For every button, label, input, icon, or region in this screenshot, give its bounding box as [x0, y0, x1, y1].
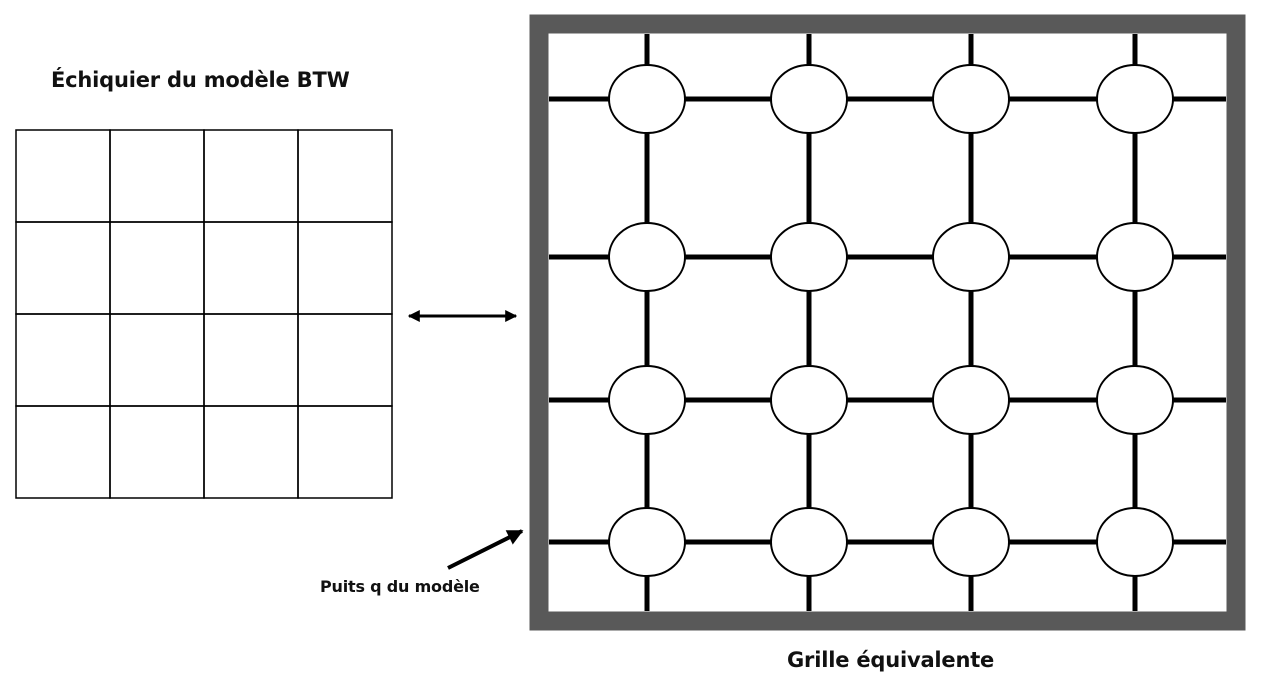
grid-node	[1096, 507, 1174, 577]
grid-node	[932, 507, 1010, 577]
chessboard-cell	[15, 405, 111, 499]
chessboard-cell	[203, 221, 299, 315]
chessboard-cell	[297, 129, 393, 223]
chessboard-title: Échiquier du modèle BTW	[51, 68, 350, 92]
grid-nodes	[608, 64, 1174, 577]
equivalent-grid-title: Grille équivalente	[787, 648, 995, 672]
grid-node	[608, 64, 686, 134]
sink-label: Puits q du modèle	[320, 577, 480, 596]
grid-node	[608, 365, 686, 435]
grid-node	[608, 507, 686, 577]
chessboard-cell	[109, 129, 205, 223]
chessboard-cell	[109, 313, 205, 407]
sink-pointer-arrow	[447, 529, 524, 570]
grid-node	[1096, 365, 1174, 435]
chessboard-cell	[15, 313, 111, 407]
equivalent-grid	[529, 14, 1246, 631]
grid-node	[932, 222, 1010, 292]
grid-node	[770, 365, 848, 435]
grid-node	[932, 365, 1010, 435]
grid-node	[608, 222, 686, 292]
chessboard-cell	[15, 129, 111, 223]
chessboard-cell	[109, 405, 205, 499]
btw-chessboard	[15, 129, 393, 499]
grid-node	[770, 64, 848, 134]
chessboard-cell	[203, 313, 299, 407]
chessboard-cell	[297, 221, 393, 315]
grid-node	[932, 64, 1010, 134]
chessboard-cell	[203, 129, 299, 223]
sink-frame	[529, 14, 1246, 631]
chessboard-cell	[297, 313, 393, 407]
chessboard-cell	[203, 405, 299, 499]
grid-node	[1096, 64, 1174, 134]
grid-node	[770, 507, 848, 577]
chessboard-cell	[109, 221, 205, 315]
grid-node	[1096, 222, 1174, 292]
grid-node	[770, 222, 848, 292]
chessboard-cell	[15, 221, 111, 315]
chessboard-cell	[297, 405, 393, 499]
